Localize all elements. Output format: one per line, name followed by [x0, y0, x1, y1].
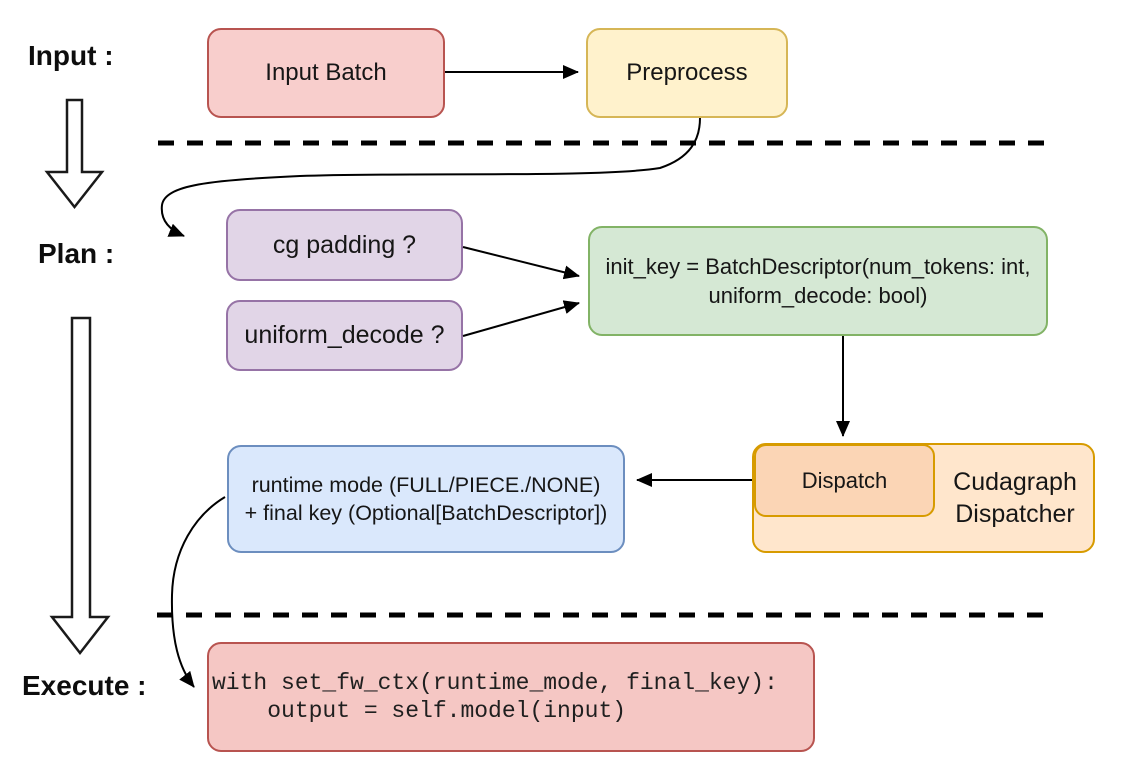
input-section-label: Input : [28, 40, 114, 71]
cudagraph-dispatcher-label: Cudagraph Dispatcher [935, 443, 1095, 553]
dispatch-node: Dispatch [754, 444, 935, 517]
init-key-node: init_key = BatchDescriptor(num_tokens: i… [588, 226, 1048, 336]
cudagraph-dispatcher-line1: Cudagraph [953, 467, 1077, 496]
arrow-uniformdecode-to-initkey [462, 300, 580, 337]
execute-code-line1: with set_fw_ctx(runtime_mode, final_key)… [212, 670, 778, 696]
init-key-line1: init_key = BatchDescriptor(num_tokens: i… [605, 253, 1031, 279]
init-key-line2: uniform_decode: bool) [708, 283, 928, 308]
cg-padding-label: cg padding ? [272, 230, 417, 259]
input-to-plan-hollow-arrow [44, 98, 105, 210]
uniform-decode-label: uniform_decode ? [244, 321, 445, 349]
plan-section-label: Plan : [38, 238, 115, 269]
execute-code-line2: output = self.model(input) [212, 698, 627, 724]
preprocess-label: Preprocess [626, 59, 748, 87]
cg-padding-node: cg padding ? [226, 209, 463, 281]
runtime-mode-line1: runtime mode (FULL/PIECE./NONE) [251, 472, 601, 497]
plan-to-execute-hollow-arrow [49, 316, 111, 656]
arrow-cgpadding-to-initkey [462, 246, 580, 280]
execute-code-node: with set_fw_ctx(runtime_mode, final_key)… [207, 642, 815, 752]
dispatch-label: Dispatch [801, 467, 888, 493]
input-batch-node: Input Batch [207, 28, 445, 118]
input-batch-label: Input Batch [265, 59, 387, 87]
runtime-mode-node: runtime mode (FULL/PIECE./NONE) + final … [227, 445, 625, 553]
preprocess-node: Preprocess [586, 28, 788, 118]
uniform-decode-node: uniform_decode ? [226, 300, 463, 371]
cudagraph-dispatcher-line2: Dispatcher [955, 500, 1075, 528]
runtime-mode-line2: + final key (Optional[BatchDescriptor]) [244, 501, 608, 525]
execute-section-label: Execute : [22, 670, 147, 701]
